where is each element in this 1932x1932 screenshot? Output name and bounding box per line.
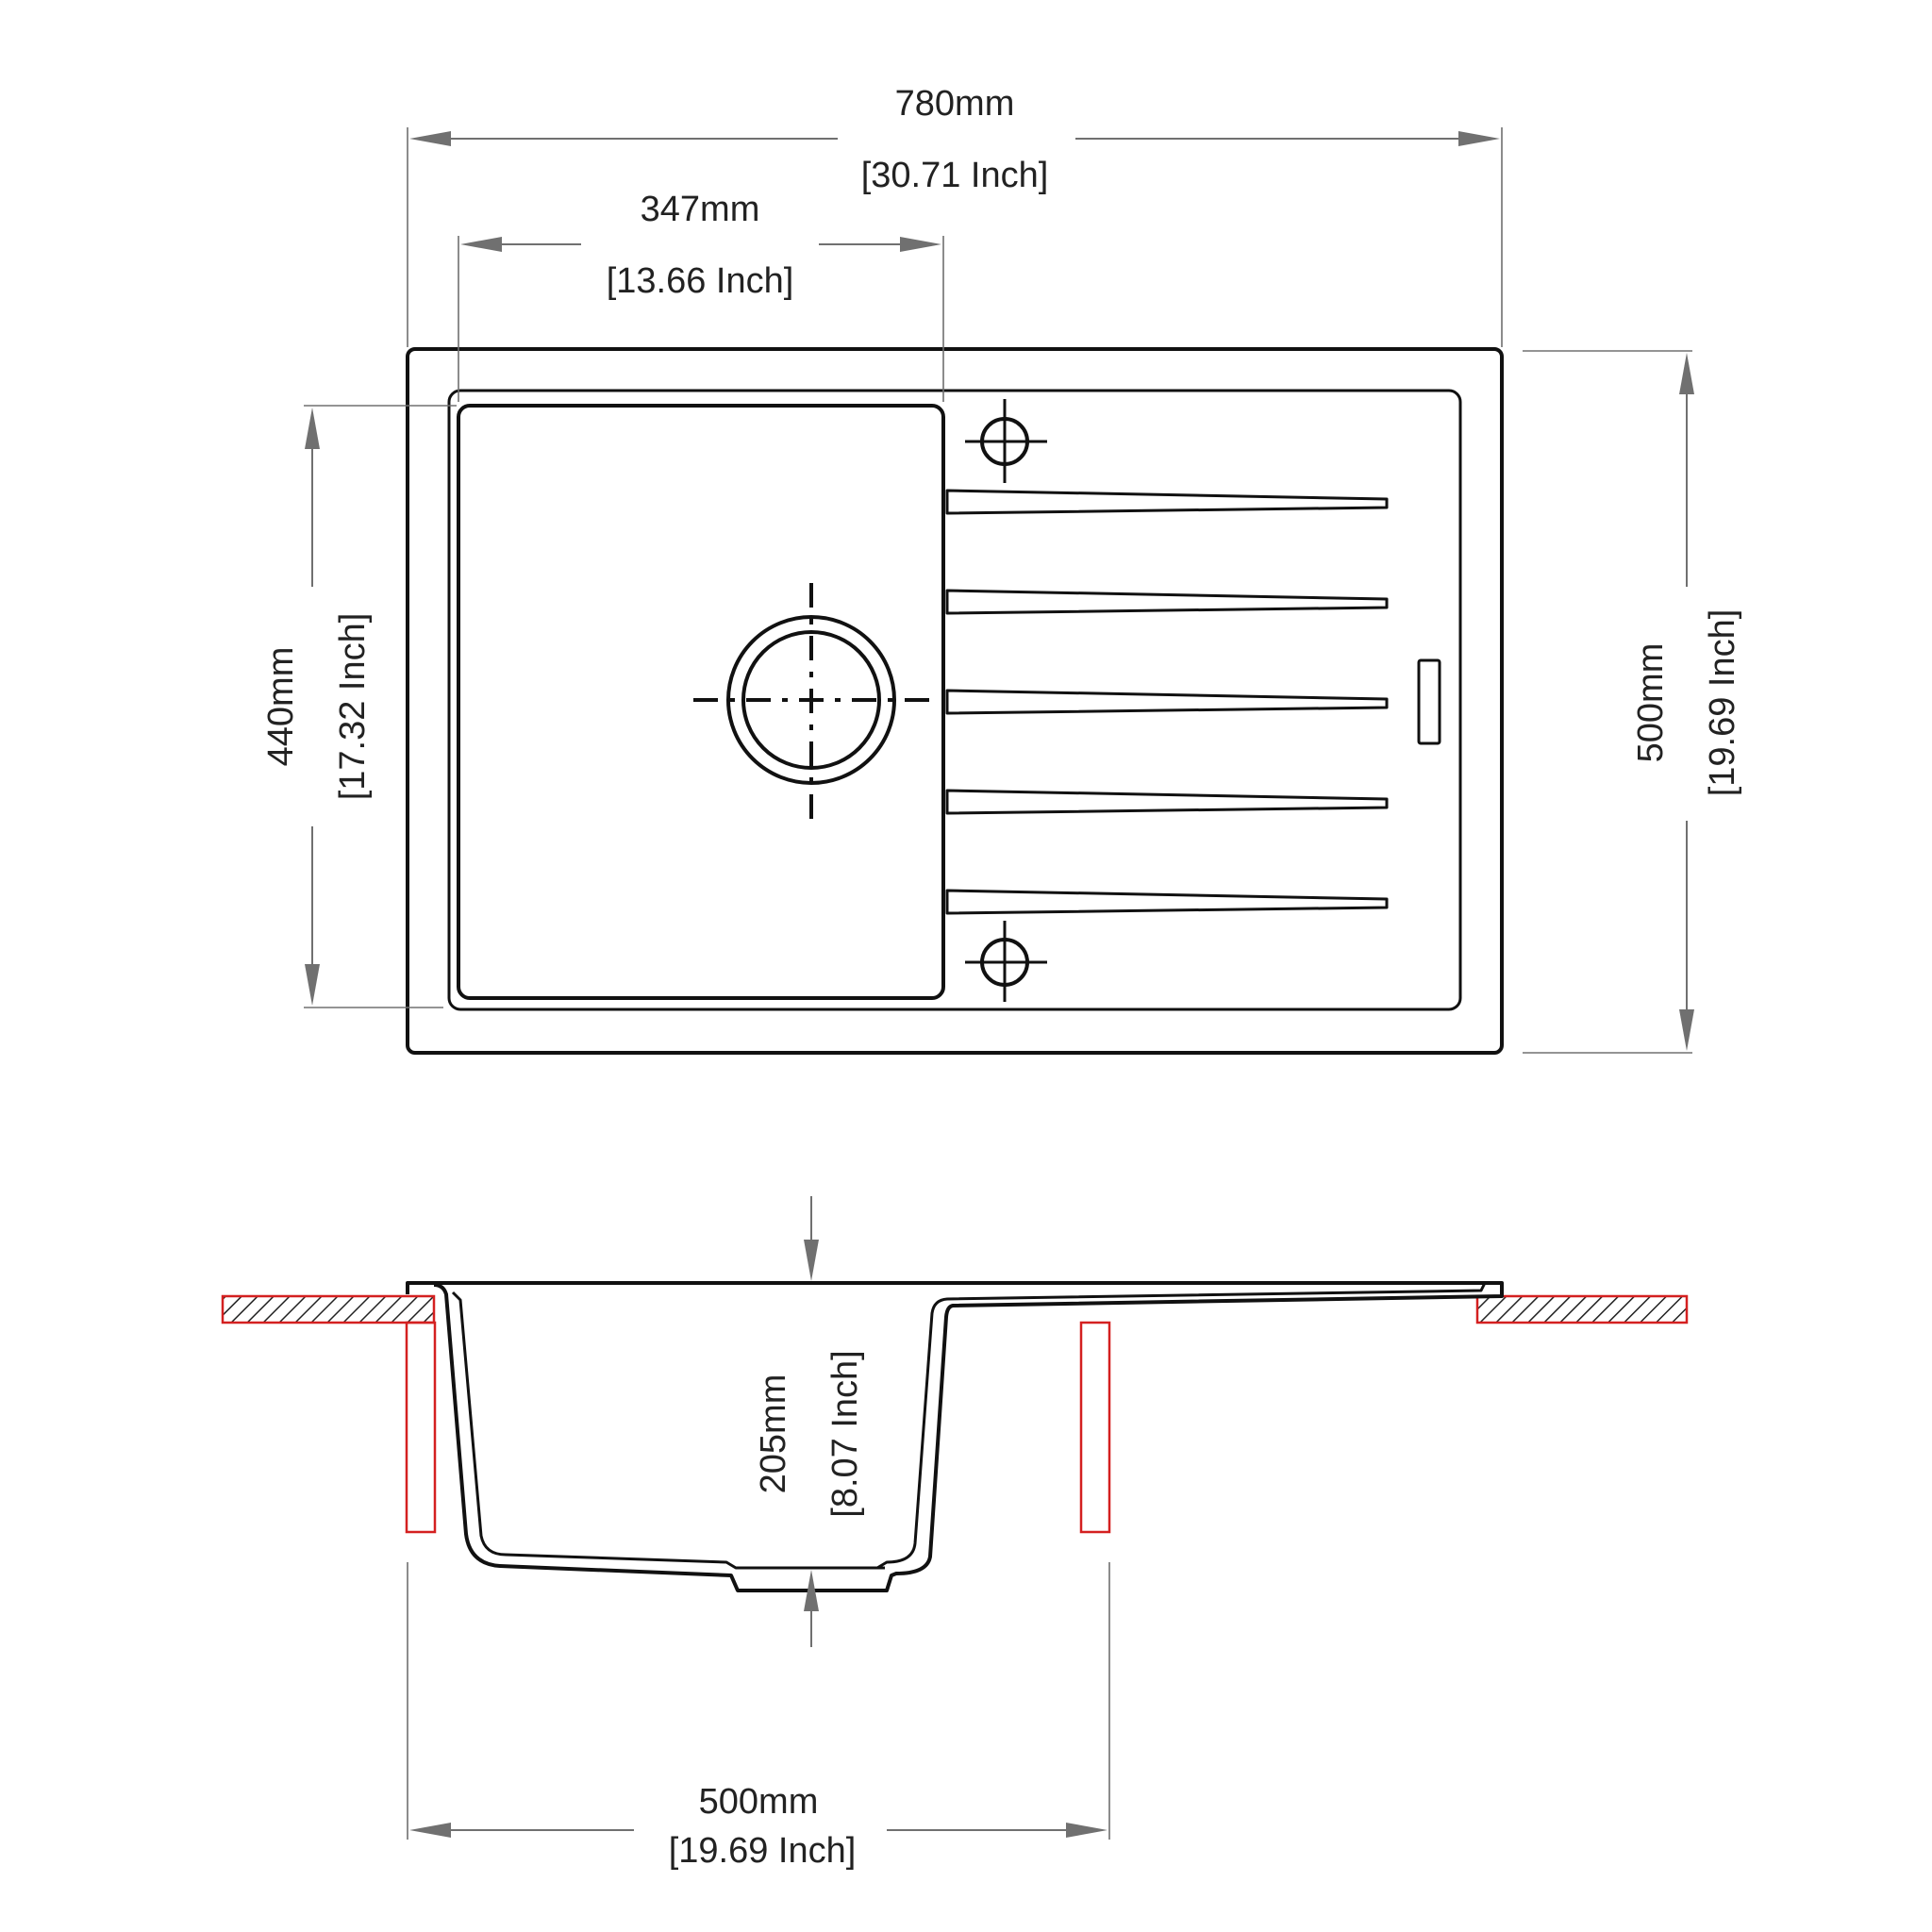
- top-view: 780mm [30.71 Inch] 347mm [13.66 Inch] 44…: [261, 84, 1742, 1055]
- drainer-groove: [945, 789, 1389, 815]
- arrow-head: [305, 964, 320, 1006]
- countertop-right: [1475, 1294, 1689, 1324]
- dimension-bowl-depth: 205mm [8.07 Inch]: [754, 1196, 865, 1647]
- cabinet-width-mm: 500mm: [699, 1782, 819, 1822]
- arrow-head: [1458, 131, 1500, 146]
- overall-width-mm: 780mm: [895, 84, 1015, 124]
- sink-outer-rim: [406, 347, 1504, 1055]
- drainer-groove: [945, 489, 1389, 515]
- bowl-width-inch: [13.66 Inch]: [607, 261, 794, 301]
- dimension-overall-depth: 500mm [19.69 Inch]: [1523, 350, 1742, 1054]
- dimension-overall-width: 780mm [30.71 Inch]: [407, 84, 1503, 347]
- arrow-head: [804, 1570, 819, 1611]
- drainer-groove: [945, 689, 1389, 715]
- bowl-width-mm: 347mm: [641, 190, 760, 229]
- drain: [693, 583, 934, 821]
- tap-hole-top: [965, 399, 1047, 483]
- side-view: 205mm [8.07 Inch] 500mm [19.69 Inch]: [221, 1196, 1689, 1871]
- arrow-head: [1066, 1823, 1108, 1838]
- sink-profile: [406, 1281, 1504, 1592]
- arrow-head: [1679, 1009, 1694, 1051]
- cabinet-wall-right: [1079, 1321, 1111, 1534]
- arrow-head: [460, 237, 502, 252]
- dimension-cabinet-width: 500mm [19.69 Inch]: [407, 1562, 1110, 1871]
- overall-width-inch: [30.71 Inch]: [861, 156, 1049, 195]
- cabinet-width-inch: [19.69 Inch]: [669, 1831, 857, 1871]
- overall-depth-inch: [19.69 Inch]: [1703, 609, 1742, 797]
- bowl-depth-mm: 205mm: [754, 1374, 793, 1494]
- overflow-slot: [1417, 658, 1441, 745]
- dimension-bowl-length: 440mm [17.32 Inch]: [261, 405, 457, 1008]
- drainer-groove: [945, 589, 1389, 615]
- tap-hole-bottom: [965, 921, 1047, 1002]
- arrow-head: [409, 131, 451, 146]
- arrow-head: [804, 1240, 819, 1281]
- sink-inner-rim: [447, 389, 1462, 1011]
- overall-depth-mm: 500mm: [1631, 643, 1671, 763]
- arrow-head: [900, 237, 941, 252]
- sink-profile-inner: [451, 1282, 1487, 1570]
- bowl-length-mm: 440mm: [261, 647, 301, 767]
- drainer-groove: [945, 889, 1389, 915]
- arrow-head: [305, 408, 320, 449]
- drainer-grooves: [945, 489, 1389, 915]
- drain-inner-ring: [741, 630, 881, 770]
- arrow-head: [409, 1823, 451, 1838]
- cabinet-wall-left: [405, 1321, 437, 1534]
- arrow-head: [1679, 353, 1694, 394]
- bowl-length-inch: [17.32 Inch]: [333, 613, 373, 801]
- dimension-bowl-width: 347mm [13.66 Inch]: [458, 190, 944, 402]
- countertop-left: [221, 1294, 436, 1324]
- bowl: [457, 404, 945, 1000]
- bowl-depth-inch: [8.07 Inch]: [825, 1350, 865, 1517]
